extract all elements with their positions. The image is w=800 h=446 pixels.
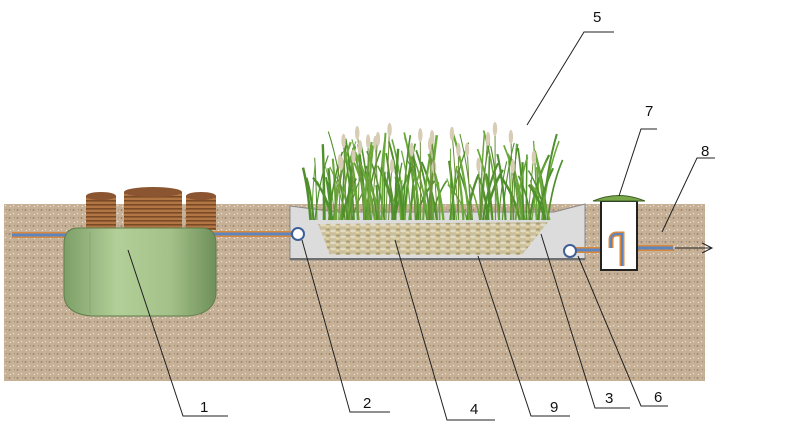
reed-leaf xyxy=(452,134,471,221)
reed-stalk xyxy=(527,153,535,221)
reed-leaf xyxy=(422,155,432,221)
reed-seed-head xyxy=(341,133,346,148)
reed-stalk xyxy=(357,143,361,221)
label-5: 5 xyxy=(593,9,601,26)
reed-stalk xyxy=(343,136,348,221)
reed-leaf xyxy=(501,142,515,221)
reed-leaf xyxy=(468,183,481,221)
reed-leaf xyxy=(514,156,529,221)
reed-seed-head xyxy=(429,129,435,144)
reed-leaf xyxy=(312,176,334,221)
outflow-arrow xyxy=(675,242,714,254)
reed-seed-head xyxy=(365,134,371,149)
reed-leaf xyxy=(311,165,316,221)
control-well xyxy=(592,195,646,271)
reed-leaf xyxy=(536,167,555,221)
reed-plants xyxy=(301,121,564,221)
reed-leaf xyxy=(351,157,371,221)
reed-leaf xyxy=(482,162,499,221)
label-4: 4 xyxy=(470,401,478,418)
reed-leaf xyxy=(375,184,379,221)
reed-leaf xyxy=(447,160,456,221)
wetland-bed xyxy=(318,222,548,255)
reed-leaf xyxy=(301,167,312,221)
reed-stalk xyxy=(431,133,433,221)
reed-stalk xyxy=(411,145,416,221)
reed-leaf xyxy=(400,150,412,221)
reed-leaf xyxy=(484,169,504,221)
reed-leaf xyxy=(459,133,473,221)
reed-leaf xyxy=(314,157,318,221)
label-8: 8 xyxy=(701,143,709,160)
label-1: 1 xyxy=(200,399,208,416)
reed-seed-head xyxy=(355,125,360,140)
reed-seed-head xyxy=(456,142,461,157)
reed-leaf xyxy=(532,140,538,221)
reed-stalk xyxy=(510,132,514,221)
reed-stalk xyxy=(332,157,341,221)
reed-leaf xyxy=(354,151,377,221)
reed-stalk xyxy=(451,129,460,221)
reed-leaf xyxy=(509,143,519,221)
label-7: 7 xyxy=(645,103,653,120)
reed-leaf xyxy=(364,175,382,221)
reed-leaf xyxy=(406,159,428,221)
reed-leaf xyxy=(385,152,394,221)
reed-seed-head xyxy=(375,131,381,146)
label-6: 6 xyxy=(654,389,662,406)
reed-seed-head xyxy=(510,159,515,174)
reed-leaf xyxy=(380,132,387,221)
reed-seed-head xyxy=(476,157,481,172)
reed-seed-head xyxy=(492,121,498,136)
leader-lines xyxy=(127,31,715,421)
reed-stalk xyxy=(350,152,355,221)
reed-seed-head xyxy=(418,128,423,143)
reed-leaf xyxy=(528,154,551,221)
reed-leaf xyxy=(531,160,547,221)
reed-leaf xyxy=(482,130,500,221)
reed-seed-head xyxy=(409,142,414,157)
reed-stalk xyxy=(370,134,379,221)
reed-leaf xyxy=(485,173,494,221)
reed-stalk xyxy=(374,138,380,221)
inlet-distributor xyxy=(291,227,305,241)
reed-leaf xyxy=(404,137,422,221)
reed-leaf xyxy=(450,165,458,221)
reed-leaf xyxy=(364,150,382,221)
reed-leaf xyxy=(347,177,362,221)
reed-seed-head xyxy=(357,140,363,155)
outlet-collector xyxy=(563,244,577,258)
reed-leaf xyxy=(314,155,329,221)
reed-leaf xyxy=(527,170,547,221)
reed-seed-head xyxy=(387,122,392,137)
reed-leaf xyxy=(466,173,480,221)
reed-leaf xyxy=(394,162,403,221)
label-9: 9 xyxy=(550,399,558,416)
reed-leaf xyxy=(344,138,355,221)
reed-leaf xyxy=(496,153,507,221)
label-3: 3 xyxy=(605,390,613,407)
reed-seed-head xyxy=(464,142,470,157)
label-2: 2 xyxy=(363,395,371,412)
reed-seed-head xyxy=(508,129,514,144)
reed-stalk xyxy=(480,134,489,221)
reed-leaf xyxy=(393,148,400,221)
reed-stalk xyxy=(385,125,391,221)
reed-leaf xyxy=(437,182,441,221)
reed-leaf xyxy=(525,154,528,221)
septic-tank xyxy=(63,187,217,317)
reed-leaf xyxy=(517,175,532,221)
reed-stalk xyxy=(431,132,439,221)
reed-stalk xyxy=(466,145,472,221)
reed-leaf xyxy=(341,177,357,221)
reed-seed-head xyxy=(351,149,356,164)
reed-seed-head xyxy=(485,131,491,146)
reed-seed-head xyxy=(339,156,344,171)
reed-leaf xyxy=(305,177,315,221)
reed-seed-head xyxy=(389,159,395,174)
reed-seed-head xyxy=(449,126,455,141)
reed-seed-head xyxy=(531,150,537,165)
